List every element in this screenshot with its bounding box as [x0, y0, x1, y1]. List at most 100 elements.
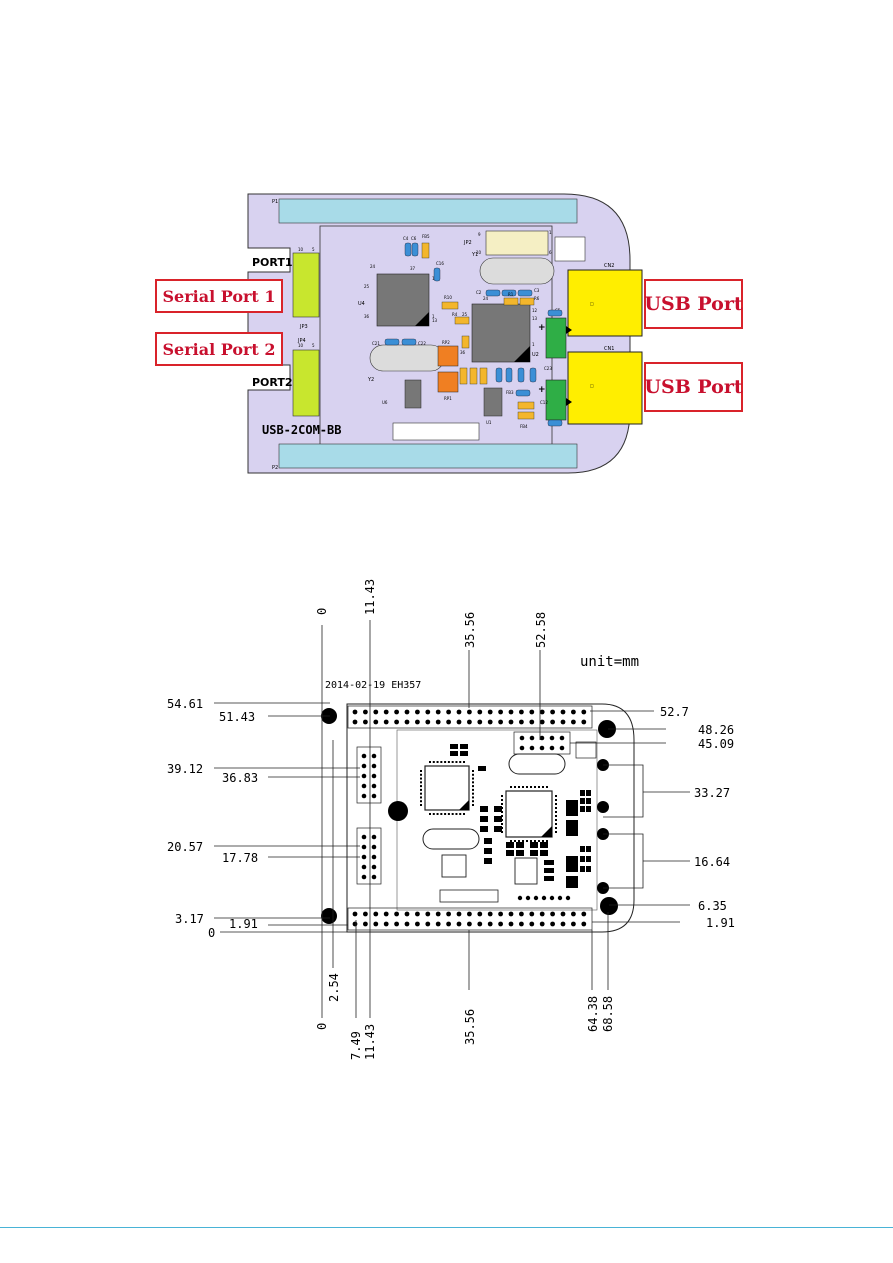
silk-c6: C6 — [411, 236, 417, 241]
jp2-pin — [549, 745, 555, 751]
header-pin — [560, 921, 566, 927]
header-jp2 — [485, 230, 549, 256]
dim-right-527: 52.7 — [660, 705, 689, 719]
silk-rp1: RP1 — [444, 396, 452, 401]
jumper-pin — [361, 844, 367, 850]
res-r1 — [503, 297, 519, 306]
test-pad — [533, 895, 539, 901]
smd-part — [484, 848, 492, 854]
crystal-y2 — [369, 344, 445, 372]
smd-part — [586, 798, 591, 804]
header-pin — [425, 709, 431, 715]
silk-fb5: FB5 — [422, 234, 430, 239]
header-pin — [435, 911, 441, 917]
jumper-pin — [361, 753, 367, 759]
ic-pin — [420, 788, 422, 791]
header-pin — [352, 709, 358, 715]
jumper-pin — [371, 864, 377, 870]
ic-pin — [420, 777, 422, 780]
smd-part — [566, 876, 578, 888]
header-pin — [404, 719, 410, 725]
header-pin — [352, 719, 358, 725]
header-pin — [571, 709, 576, 715]
dim-bot-749: 7.49 — [349, 1031, 363, 1060]
jumper-pin — [371, 874, 377, 880]
bottom-header-pins — [352, 911, 587, 927]
silk-c3: C3 — [534, 288, 540, 293]
dim-bot-6858: 68.58 — [601, 996, 615, 1032]
smd-part — [516, 842, 524, 848]
ic-pin — [472, 800, 474, 803]
cap-c5b — [547, 309, 563, 317]
smd-part — [586, 866, 591, 872]
ic-pin — [432, 813, 435, 815]
res-r6 — [519, 297, 535, 306]
silk-fb3: FB3 — [506, 390, 514, 395]
header-pin — [487, 921, 493, 927]
smd-part — [494, 806, 502, 812]
silk-n37a: 37 — [410, 266, 416, 271]
ic-pin — [534, 840, 536, 842]
silk-u1: U1 — [486, 420, 492, 425]
dim-top-3556: 35.56 — [463, 612, 477, 648]
ic-pin — [420, 792, 422, 795]
smd-part — [530, 842, 538, 848]
callout-usb-port-1: USB Port — [644, 279, 743, 329]
ic-pin — [472, 770, 474, 772]
ic-pin — [555, 823, 557, 825]
plus-mark-1: + — [538, 323, 546, 333]
dim-right-3327: 33.27 — [694, 786, 730, 800]
jumper-pin — [361, 793, 367, 799]
header-pin — [508, 911, 514, 917]
ic-pin — [451, 813, 454, 815]
header-pin — [519, 911, 524, 917]
cap-b3 — [517, 367, 525, 383]
dim-ic-u1 — [514, 857, 538, 885]
test-pad — [517, 895, 523, 901]
ic-pin — [518, 786, 520, 788]
header-pin — [581, 709, 587, 715]
rp2-pack — [437, 345, 459, 367]
ic-pin — [555, 811, 557, 813]
ic-pin — [501, 823, 503, 825]
dim-crystal-y2 — [422, 828, 480, 850]
header-pin — [425, 911, 431, 917]
smd-part — [586, 846, 591, 852]
header-pin — [456, 911, 462, 917]
jumper-pin — [361, 854, 367, 860]
smd-part — [460, 751, 468, 756]
header-pin — [394, 719, 399, 725]
silk-c21: C21 — [372, 341, 380, 346]
usb-hole-2 — [597, 801, 609, 813]
cap-c4 — [404, 242, 412, 257]
dim-left-5143: 51.43 — [219, 710, 255, 724]
dim-label-box — [439, 889, 499, 903]
ic-pin — [538, 840, 540, 842]
header-pin — [498, 911, 503, 917]
date-code: 2014-02-19 EH357 — [325, 680, 421, 691]
header-pin — [560, 719, 566, 725]
dim-ic-u2 — [505, 790, 553, 838]
header-pin — [529, 709, 535, 715]
smd-part — [484, 858, 492, 864]
header-pin — [394, 911, 399, 917]
ic-pin — [420, 781, 422, 784]
test-pad — [525, 895, 531, 901]
silk-jp3: JP3 — [299, 324, 308, 330]
jumper-jp3 — [292, 252, 320, 318]
cap-green-1-arrow — [566, 326, 572, 334]
ic-pin — [463, 813, 465, 815]
header-pin — [508, 709, 514, 715]
dim-right-191: 1.91 — [706, 916, 735, 930]
smd-part — [516, 850, 524, 856]
header-pin — [373, 911, 379, 917]
header-pin — [383, 911, 389, 917]
ic-pin — [555, 799, 557, 801]
header-pin — [498, 709, 503, 715]
header-pin — [550, 911, 555, 917]
dim-bot-254: 2.54 — [327, 973, 341, 1002]
usb-pin-mark-2: □ — [590, 383, 594, 388]
silk-fb4: FB4 — [520, 424, 528, 429]
silk-n5a: 5 — [312, 247, 315, 252]
